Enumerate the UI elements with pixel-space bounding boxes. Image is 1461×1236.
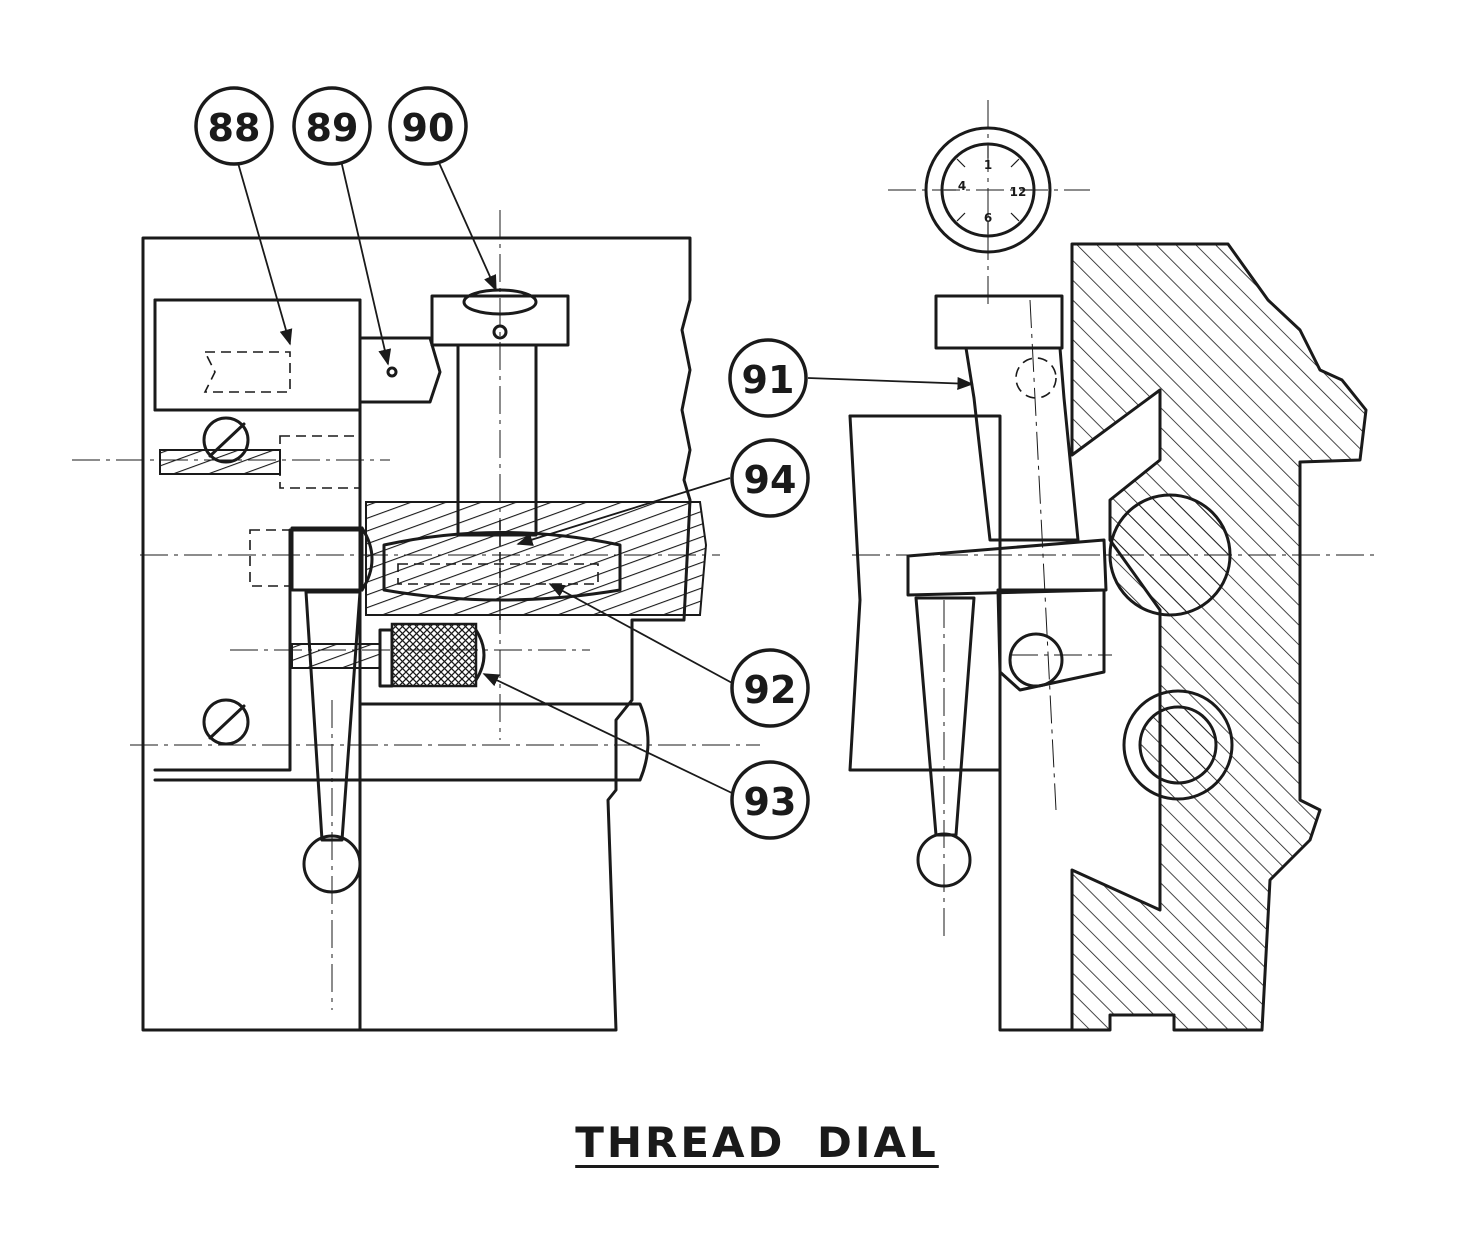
side-view: 1 4 12 6 (848, 100, 1380, 1032)
balloon-89-label: 89 (306, 106, 359, 150)
balloon-93-label: 93 (744, 780, 797, 824)
balloon-91: 91 (728, 338, 808, 418)
balloon-94: 94 (730, 438, 810, 518)
apron-side (848, 414, 1074, 1032)
spindle-head (430, 294, 570, 347)
front-view (72, 210, 760, 1032)
lever-handle (304, 590, 362, 842)
balloon-89: 89 (292, 86, 372, 166)
balloon-88-label: 88 (208, 106, 261, 150)
saddle-section (1070, 242, 1368, 1032)
dial-mark-6: 6 (984, 211, 992, 225)
balloon-93: 93 (730, 760, 810, 840)
worm-gear (382, 531, 622, 602)
feed-rod (358, 702, 650, 782)
engagement-arm (906, 538, 1108, 597)
dial-mark-4: 4 (958, 179, 966, 193)
drawing-title: THREAD DIAL (575, 1118, 939, 1167)
plunger (290, 526, 364, 592)
pin-88-hidden (203, 351, 291, 393)
pin-89 (358, 336, 442, 404)
dial-head-side (934, 294, 1064, 350)
spindle-body-side (964, 346, 1080, 542)
balloon-92-label: 92 (744, 668, 797, 712)
dial-mark-12: 12 (1010, 185, 1027, 199)
knurled-nut (390, 622, 478, 688)
balloon-92: 92 (730, 648, 810, 728)
screw-lower (202, 698, 250, 746)
feed-rod-ring (1122, 689, 1234, 801)
balloon-88: 88 (194, 86, 274, 166)
bracket-block (153, 408, 362, 772)
balloon-90-label: 90 (402, 106, 455, 150)
lever-side (914, 596, 976, 837)
leaders (235, 155, 974, 795)
balloon-91-label: 91 (742, 358, 795, 402)
balloon-94-label: 94 (744, 458, 797, 502)
balloon-90: 90 (388, 86, 468, 166)
